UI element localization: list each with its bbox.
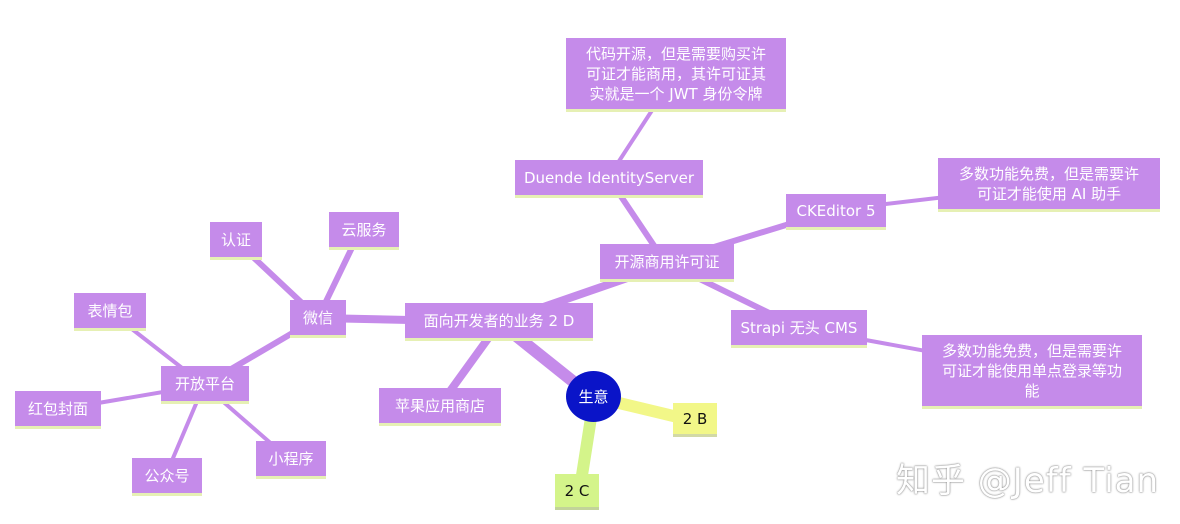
duende-note-line-1: 代码开源，但是需要购买许: [585, 44, 766, 63]
node-open-platform[interactable]: 开放平台: [161, 366, 249, 404]
duende-note-line-2: 可证才能商用，其许可证其: [585, 64, 766, 83]
node-opensource-license[interactable]: 开源商用许可证: [600, 244, 734, 282]
node-red-packet[interactable]: 红包封面: [15, 391, 101, 429]
node-2b[interactable]: 2 B: [673, 403, 717, 437]
node-official-account[interactable]: 公众号: [132, 458, 202, 496]
ckeditor-note-line-2: 可证才能使用 AI 助手: [976, 184, 1122, 203]
node-stickers[interactable]: 表情包: [74, 293, 146, 331]
node-dev-business[interactable]: 面向开发者的业务 2 D: [405, 303, 593, 341]
node-wechat[interactable]: 微信: [290, 300, 346, 338]
node-strapi-note[interactable]: 多数功能免费，但是需要许 可证才能使用单点登录等功 能: [922, 335, 1142, 409]
ckeditor-note-line-1: 多数功能免费，但是需要许: [958, 164, 1139, 183]
strapi-note-line-3: 能: [1024, 381, 1040, 400]
duende-note-line-3: 实就是一个 JWT 身份令牌: [589, 84, 763, 103]
node-duende-note[interactable]: 代码开源，但是需要购买许 可证才能商用，其许可证其 实就是一个 JWT 身份令牌: [566, 38, 786, 112]
node-auth[interactable]: 认证: [210, 222, 262, 260]
node-mini-program[interactable]: 小程序: [256, 441, 326, 479]
strapi-note-line-2: 可证才能使用单点登录等功: [941, 361, 1122, 380]
node-2c[interactable]: 2 C: [555, 474, 599, 510]
node-strapi[interactable]: Strapi 无头 CMS: [731, 310, 867, 348]
watermark: 知乎 @Jeff Tian: [896, 461, 1160, 501]
root-node[interactable]: 生意: [566, 371, 621, 422]
node-cloud[interactable]: 云服务: [329, 212, 399, 250]
node-apple-store[interactable]: 苹果应用商店: [379, 388, 501, 426]
root-label: 生意: [578, 388, 609, 406]
node-ckeditor-note[interactable]: 多数功能免费，但是需要许 可证才能使用 AI 助手: [938, 158, 1160, 212]
node-ckeditor[interactable]: CKEditor 5: [786, 194, 886, 230]
node-duende[interactable]: Duende IdentityServer: [515, 160, 703, 198]
strapi-note-line-1: 多数功能免费，但是需要许: [941, 341, 1122, 360]
